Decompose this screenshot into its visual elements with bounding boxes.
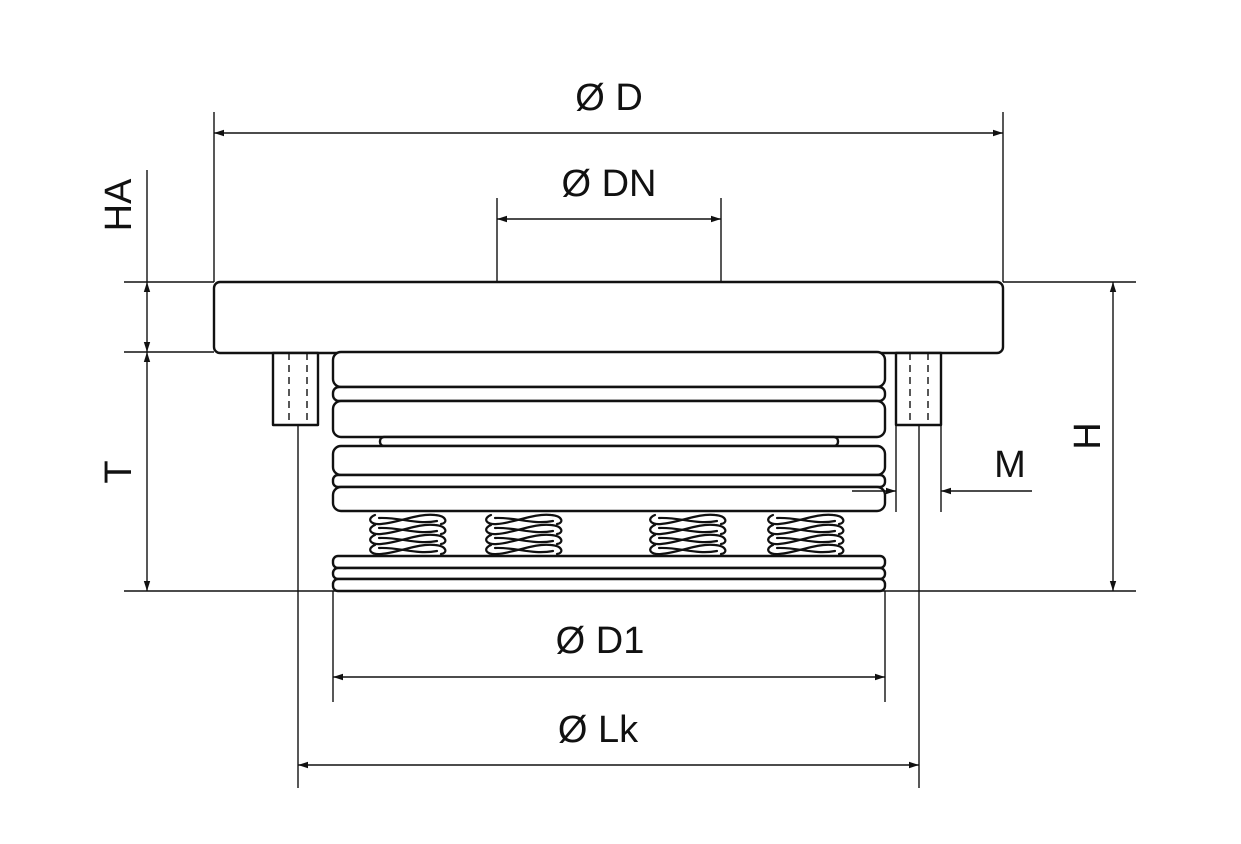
dimension-lines [143, 129, 1117, 769]
base-plate [331, 554, 887, 593]
extension-lines [124, 112, 1136, 788]
label-M: M [994, 444, 1026, 486]
right-bolt [894, 351, 943, 427]
label-D1: Ø D1 [556, 620, 645, 662]
left-bolt [271, 351, 320, 427]
label-DN: Ø DN [562, 163, 657, 205]
spring-3 [649, 513, 727, 556]
spring-4 [767, 513, 845, 556]
label-H: H [1067, 422, 1109, 449]
top-plate [212, 280, 1005, 355]
label-HA: HA [98, 178, 140, 231]
label-Lk: Ø Lk [558, 709, 639, 751]
springs [369, 513, 845, 556]
upper-housing [331, 350, 887, 448]
middle-housing [331, 444, 887, 513]
label-T: T [98, 460, 140, 483]
label-D: Ø D [575, 77, 643, 119]
spring-1 [369, 513, 447, 556]
spring-2 [485, 513, 563, 556]
